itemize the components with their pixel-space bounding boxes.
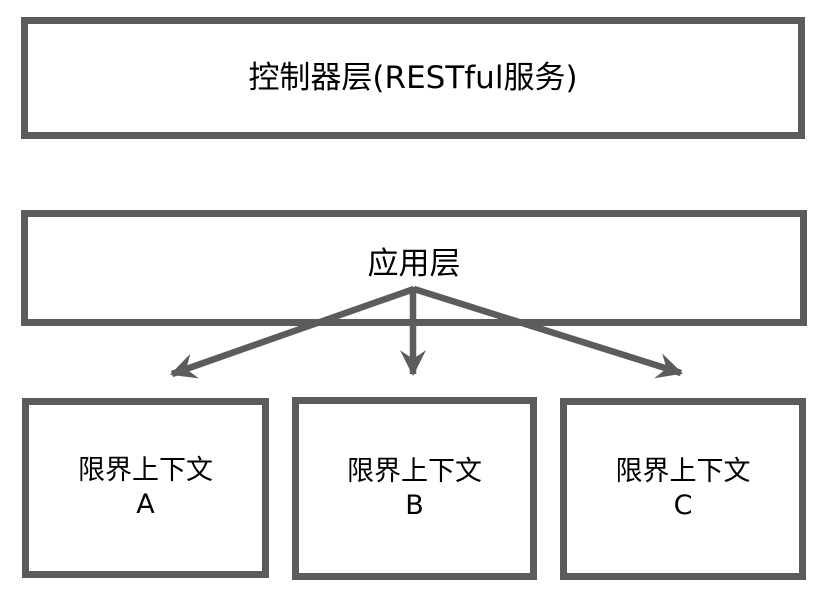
controller-layer-box: 控制器层(RESTful服务) <box>21 17 805 139</box>
bounded-context-a-name: 限界上下文 <box>78 455 213 486</box>
bounded-context-c-letter: C <box>673 490 693 521</box>
bounded-context-b-name: 限界上下文 <box>347 455 482 487</box>
bounded-context-c-name: 限界上下文 <box>615 456 751 487</box>
controller-layer-label: 控制器层(RESTful服务) <box>248 59 578 96</box>
bounded-context-c-box: 限界上下文 C <box>560 398 806 580</box>
bounded-context-a-box: 限界上下文 A <box>22 398 269 578</box>
bounded-context-a-letter: A <box>136 489 155 520</box>
application-layer-label: 应用层 <box>367 246 461 282</box>
application-layer-box: 应用层 <box>21 210 807 326</box>
bounded-context-b-box: 限界上下文 B <box>292 397 537 580</box>
bounded-context-b-letter: B <box>405 489 424 521</box>
